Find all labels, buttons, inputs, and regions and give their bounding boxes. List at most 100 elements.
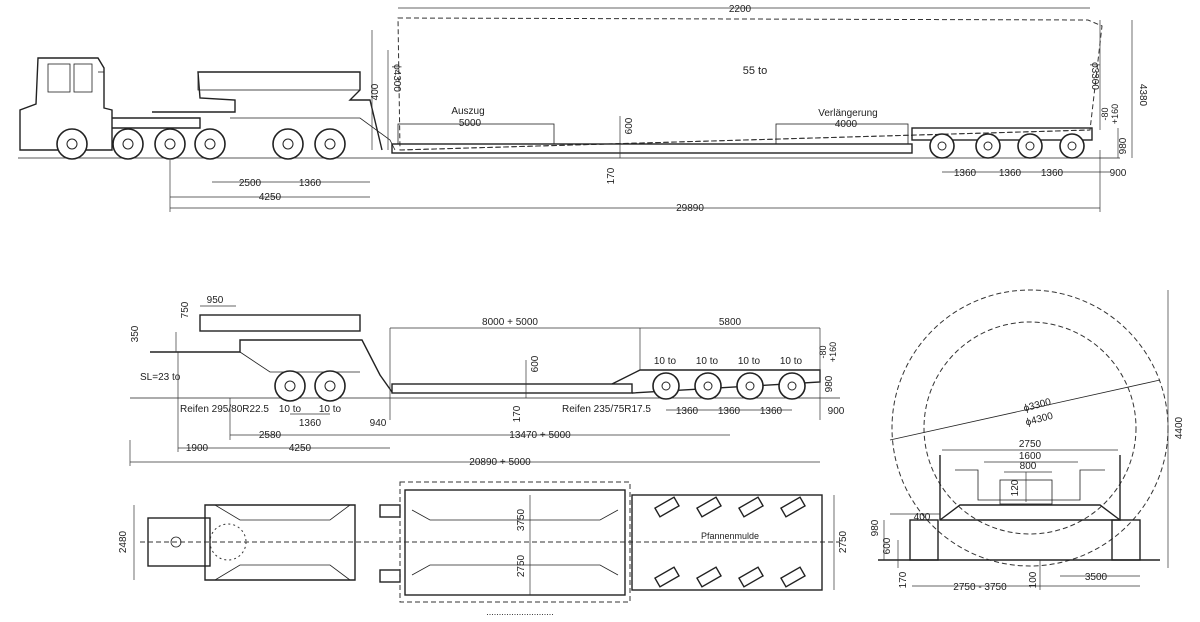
end-view: 4400 ϕ3300 ϕ4300 2750 1600 800 120 400 9… <box>870 289 1185 593</box>
top-dim-1360: 1360 <box>299 178 322 189</box>
mid-rear-1360-b: 1360 <box>718 406 741 417</box>
mid-rear-1360-a: 1360 <box>676 406 699 417</box>
mid-plus-160: +160 <box>828 342 838 362</box>
top-dim-2500: 2500 <box>239 178 262 189</box>
top-verl-label: Verlängerung <box>818 108 878 119</box>
mid-tyres-rear: Reifen 235/75R17.5 <box>562 404 651 415</box>
top-dim-170: 170 <box>606 167 617 184</box>
plan-neck-top <box>214 504 351 521</box>
plan-view: 2480 3750 2750 2750 Pfannenmulde .......… <box>118 481 849 617</box>
top-length-22: 2200 <box>729 4 752 15</box>
end-cradle-frame <box>939 455 1121 521</box>
mid-w-750: 750 <box>180 301 191 318</box>
top-rear-1360-b: 1360 <box>999 168 1022 179</box>
rear-wheels <box>929 133 1085 159</box>
plan-neck-bottom <box>214 564 351 581</box>
rear-bogie-frame <box>911 127 1093 141</box>
mid-plus-80: -80 <box>818 345 828 358</box>
plan-width-2480: 2480 <box>118 530 129 553</box>
gooseneck <box>152 71 383 151</box>
mid-axle-1: 10 to <box>654 356 677 367</box>
end-w-2750: 2750 <box>1019 439 1042 450</box>
plan-load-envelope <box>399 481 631 603</box>
mid-dim-900: 900 <box>828 406 845 417</box>
side-view-mid: 750 950 350 8000 + 5000 5800 10 to 10 to… <box>129 295 845 468</box>
mid-len-8000: 8000 + 5000 <box>482 317 538 328</box>
top-verl-value: 4000 <box>835 119 858 130</box>
end-w-400: 400 <box>914 512 931 523</box>
top-rear-1360-c: 1360 <box>1041 168 1064 179</box>
mid-front-wheels <box>274 370 346 402</box>
mid-sl: SL=23 to <box>140 372 181 383</box>
end-w-800: 800 <box>1020 461 1037 472</box>
end-cradle-inner <box>955 469 1105 501</box>
top-dia-4300: ϕ4300 <box>391 64 402 92</box>
top-center-600: 600 <box>624 117 635 134</box>
top-h-4380: 4380 <box>1137 84 1148 107</box>
mid-h-980: 980 <box>824 375 835 392</box>
tractor-wheels <box>56 128 226 160</box>
auszug-section <box>397 123 555 145</box>
end-outer-circle <box>891 289 1169 567</box>
mid-total-20890: 20890 + 5000 <box>469 457 531 468</box>
top-load: 55 to <box>743 65 767 77</box>
end-h-980: 980 <box>870 519 881 536</box>
mid-w-950: 950 <box>207 295 224 306</box>
top-dim-4250: 4250 <box>259 192 282 203</box>
side-view-top: 2200 55 to 400 ϕ4300 ϕ3300 4380 Auszug 5… <box>18 4 1148 214</box>
mid-dim-4250: 4250 <box>289 443 312 454</box>
end-diameter-line <box>889 379 1161 441</box>
plan-dim-3750: 3750 <box>516 508 527 531</box>
top-rear-1360-a: 1360 <box>954 168 977 179</box>
mid-dim-940: 940 <box>370 418 387 429</box>
end-inner-circle <box>923 321 1137 535</box>
end-height-4400: 4400 <box>1174 416 1185 439</box>
cab-window-2 <box>73 63 93 93</box>
extension-section <box>775 123 909 145</box>
end-range: 2750 - 3750 <box>953 582 1007 593</box>
end-h-120: 120 <box>1010 479 1021 496</box>
end-dim-3500: 3500 <box>1085 572 1108 583</box>
plan-width-2750: 2750 <box>838 530 849 553</box>
end-leg-left <box>909 519 939 561</box>
mid-deck <box>391 383 633 394</box>
top-dia-3300: ϕ3300 <box>1089 62 1100 90</box>
mid-dim-13470: 13470 + 5000 <box>509 430 571 441</box>
mid-tyres-front: Reifen 295/80R22.5 <box>180 404 269 415</box>
plan-neck-box <box>204 504 356 581</box>
top-total-29890: 29890 <box>676 203 704 214</box>
plan-trough-label: Pfannenmulde <box>701 531 759 541</box>
plan-bottom-note: ........................... <box>486 607 554 617</box>
cab-window-1 <box>47 63 71 93</box>
mid-h-350: 350 <box>130 325 141 342</box>
mid-dim-1360: 1360 <box>299 418 322 429</box>
plan-rear-bogie <box>631 494 823 591</box>
gooseneck-beam <box>197 71 361 91</box>
tractor-cab <box>19 57 113 151</box>
end-h-170: 170 <box>898 571 909 588</box>
mid-neck-arm <box>239 351 360 373</box>
top-dim-900: 900 <box>1110 168 1127 179</box>
dolly-wheels <box>272 128 346 160</box>
tractor-frame <box>112 117 201 129</box>
plan-wheel-fr1 <box>379 569 401 583</box>
mid-dim-170: 170 <box>512 405 523 422</box>
top-auszug-value: 5000 <box>459 118 482 129</box>
mid-rear-wheels <box>652 372 806 400</box>
plan-deck-lower-rail <box>411 564 619 576</box>
plan-deck-upper-rail <box>411 509 619 521</box>
plan-dim-2750: 2750 <box>516 554 527 577</box>
low-bed-deck <box>391 143 913 154</box>
end-leg-right <box>1111 519 1141 561</box>
mid-front-10a: 10 to <box>279 404 302 415</box>
mid-center-600: 600 <box>530 355 541 372</box>
top-plus-80: -80 <box>1100 107 1110 120</box>
plan-rear-tyres <box>654 496 806 588</box>
top-h-980: 980 <box>1118 137 1129 154</box>
mid-axle-2: 10 to <box>696 356 719 367</box>
mid-dim-2580: 2580 <box>259 430 282 441</box>
load-envelope <box>397 17 1103 151</box>
mid-dim-1900: 1900 <box>186 443 209 454</box>
end-w-1600: 1600 <box>1019 451 1042 462</box>
